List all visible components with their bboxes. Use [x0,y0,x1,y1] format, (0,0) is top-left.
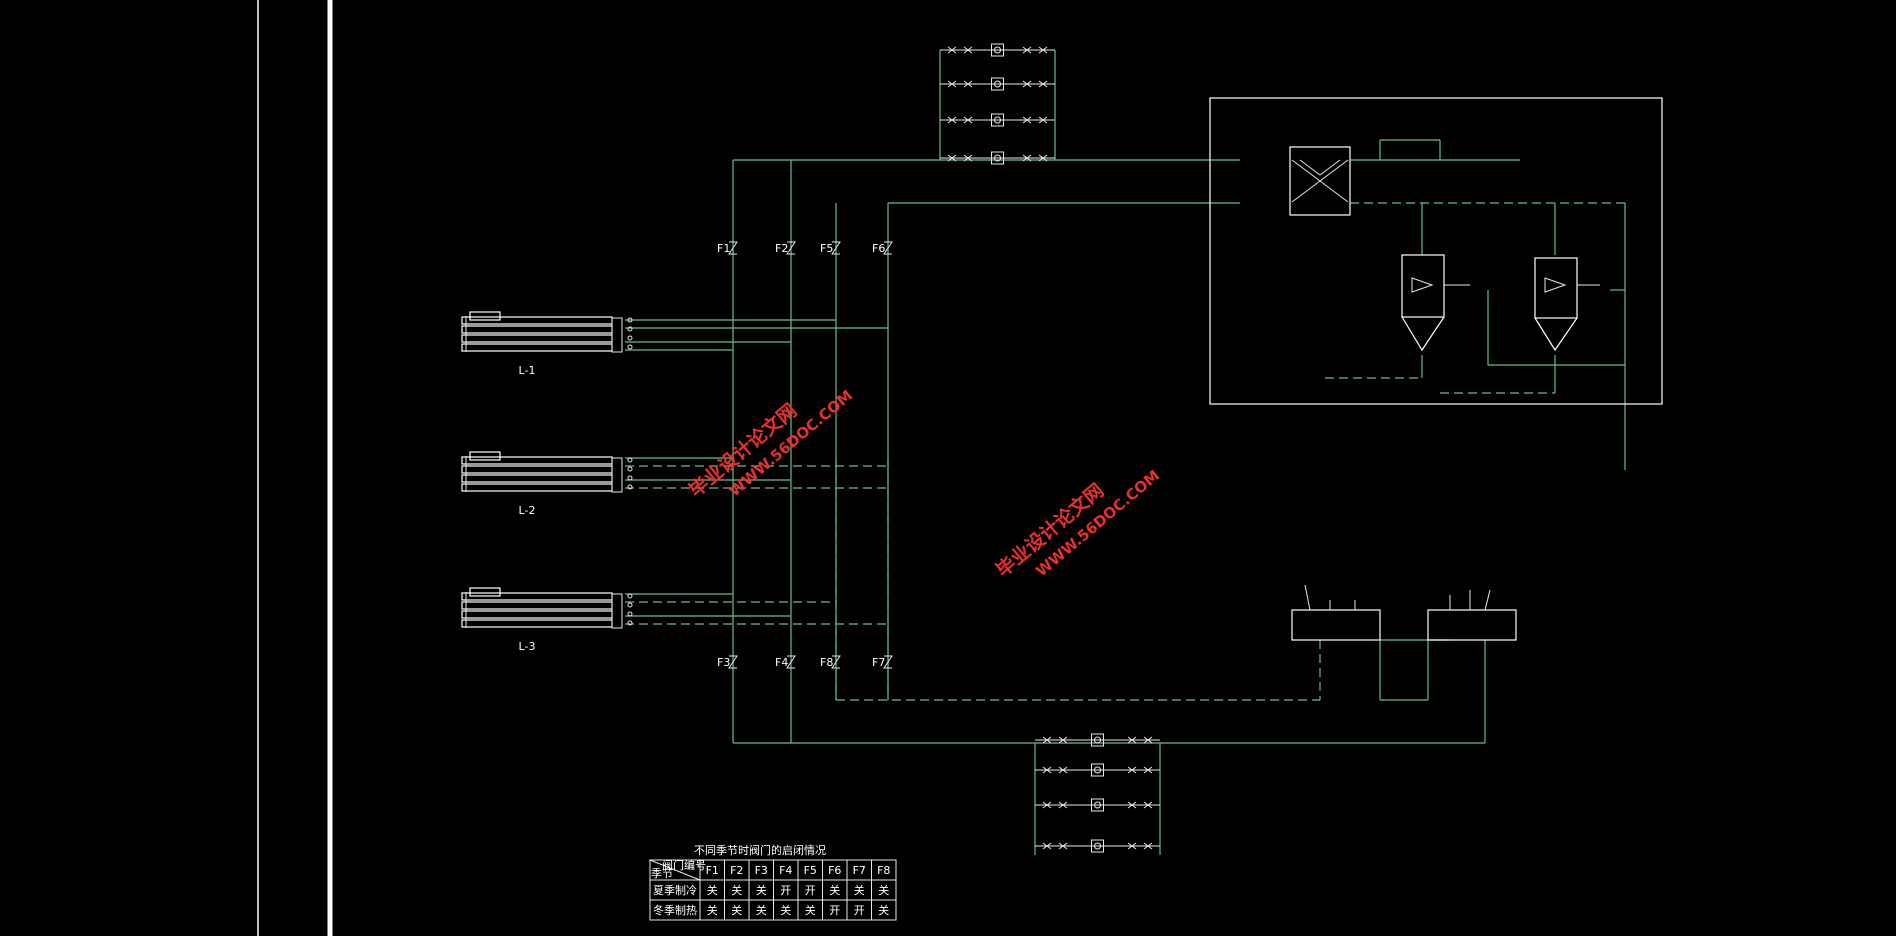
table-cell: 关 [780,903,791,917]
pump-row [1035,733,1160,747]
table-cell: 关 [707,903,718,917]
watermark-1: 毕业设计论文网 WWW.56DOC.COM [684,386,856,501]
table-row-season: 夏季制冷 [653,884,697,897]
unit-label: L-2 [519,504,536,517]
table-column-header: F6 [828,864,841,877]
pump-row [1035,798,1160,812]
table-cell: 关 [878,883,889,897]
table-column-header: F5 [804,864,817,877]
unit-label: L-3 [519,640,536,653]
table-cell: 关 [756,883,767,897]
drawing-frame [257,0,333,936]
water-tank-right [1427,589,1517,641]
table-cell: 关 [707,883,718,897]
table-column-header: F2 [730,864,743,877]
table-cell: 关 [731,903,742,917]
valve-F4: F4 [775,655,796,669]
piping-network [625,50,1626,855]
pump-bank-top [940,43,1055,165]
valve-label: F2 [775,242,788,255]
heat-exchanger [1289,146,1351,216]
table-column-header: F4 [779,864,792,877]
separator-vessel-1 [1401,254,1470,352]
pump-row [940,77,1055,91]
valve-F7: F7 [872,655,893,669]
valve-label: F5 [820,242,833,255]
unit-u1: L-1 [461,311,633,377]
pump-row [940,151,1055,165]
watermark-2: 毕业设计论文网 WWW.56DOC.COM [991,466,1163,581]
unit-label: L-1 [519,364,536,377]
pump-row [940,113,1055,127]
table-cell: 开 [805,884,816,897]
pump-row [1035,839,1160,853]
table-column-header: F7 [853,864,866,877]
table-cell: 关 [854,883,865,897]
water-tank-left [1291,584,1381,641]
table-corner-bottom: 季节 [651,867,673,880]
valve-F8: F8 [820,655,841,669]
unit-u3: L-3 [461,587,633,653]
pump-bank-bottom [1035,733,1160,853]
valve-F2: F2 [775,241,796,255]
valve-label: F1 [717,242,730,255]
valve-F5: F5 [820,241,841,255]
table-cell: 关 [805,903,816,917]
table-cell: 开 [829,904,840,917]
valve-F6: F6 [872,241,893,255]
valve-label: F7 [872,656,885,669]
valve-label: F4 [775,656,788,669]
table-column-header: F3 [755,864,768,877]
valve-F1: F1 [717,241,738,255]
table-cell: 开 [854,904,865,917]
unit-u2: L-2 [461,451,633,517]
table-cell: 开 [780,884,791,897]
table-row-season: 冬季制热 [653,903,697,917]
pump-row [940,43,1055,57]
table-cell: 关 [731,883,742,897]
valve-label: F6 [872,242,885,255]
equipment-room-boundary [1209,97,1663,405]
table-cell: 关 [829,883,840,897]
table-cell: 关 [878,903,889,917]
table-column-header: F8 [877,864,890,877]
table-column-header: F1 [706,864,719,877]
pump-row [1035,763,1160,777]
table-title: 不同季节时阀门的启闭情况 [694,843,826,857]
separator-vessel-2 [1534,257,1600,352]
valve-label: F8 [820,656,833,669]
ground-source-units: L-1L-2L-3 [461,311,633,653]
table-cell: 关 [756,903,767,917]
valve-label: F3 [717,656,730,669]
table-corner-top: 阀门编号 [662,858,706,872]
valve-F3: F3 [717,655,738,669]
